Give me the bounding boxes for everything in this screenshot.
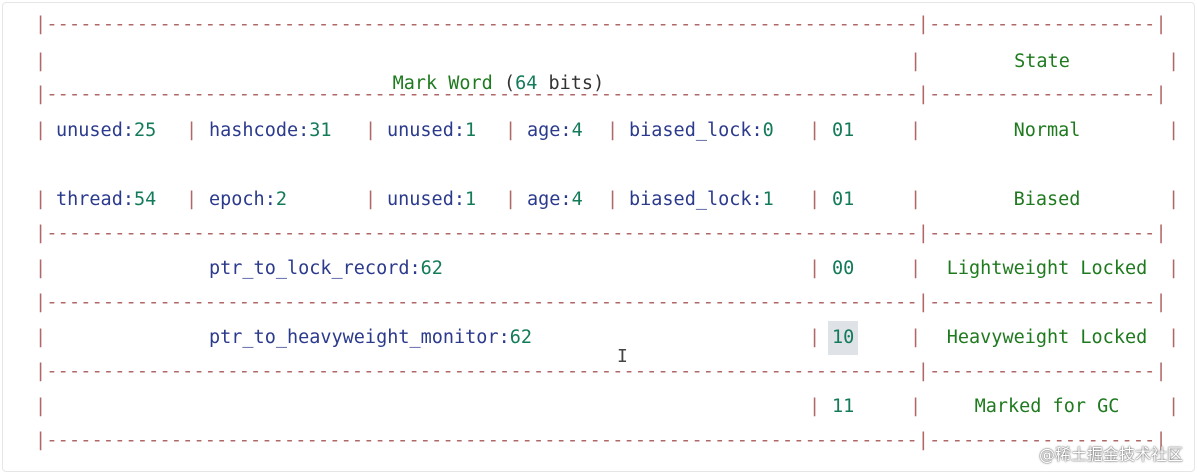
- field-unused: unused:1: [387, 189, 476, 211]
- pipe: |: [910, 396, 922, 417]
- field-num: 1: [464, 189, 477, 210]
- lock-bits: 01: [832, 189, 855, 210]
- lock-bits: 01: [832, 120, 855, 141]
- field-num: 4: [571, 120, 583, 141]
- field-key: ptr_to_heavyweight_monitor:: [209, 327, 510, 348]
- field-key: unused:: [387, 120, 465, 141]
- field-key: hashcode:: [209, 120, 310, 141]
- separator-line: |---------------------------------------…: [35, 223, 1167, 244]
- pipe: |: [1168, 327, 1180, 348]
- field-num: 4: [571, 189, 583, 210]
- field-key: age:: [527, 120, 572, 141]
- field-num: 54: [133, 189, 157, 210]
- pipe: |: [1168, 396, 1180, 417]
- pipe: |: [1168, 120, 1180, 141]
- state-header: State: [1014, 51, 1070, 72]
- state-biased: Biased: [1013, 189, 1081, 210]
- field-age: age:4: [527, 120, 583, 142]
- field-hashcode: hashcode:31: [209, 120, 332, 142]
- field-epoch: epoch:2: [209, 189, 287, 211]
- lock-bits: 00: [832, 258, 855, 279]
- pipe: |: [607, 189, 619, 210]
- field-unused: unused:1: [387, 120, 476, 142]
- pipe: |: [35, 120, 47, 141]
- field-key: biased_lock:: [629, 120, 763, 141]
- watermark: @稀土掘金技术社区: [1038, 445, 1183, 464]
- pipe: |: [505, 120, 517, 141]
- field-key: ptr_to_lock_record:: [209, 258, 421, 279]
- pipe: |: [809, 120, 821, 141]
- separator-line: |---------------------------------------…: [35, 361, 1167, 382]
- pipe: |: [505, 189, 517, 210]
- pipe: |: [910, 120, 922, 141]
- mark-word-label: Mark Word: [392, 73, 493, 94]
- field-key: thread:: [56, 189, 134, 210]
- field-num: 62: [509, 327, 533, 348]
- pipe: |: [365, 189, 377, 210]
- bits-label: bits): [548, 73, 605, 94]
- state-gc: Marked for GC: [974, 396, 1120, 417]
- pipe: |: [365, 120, 377, 141]
- bits-open: (: [503, 73, 516, 94]
- separator-line: |---------------------------------------…: [35, 84, 1167, 105]
- mark-word-title: Mark Word (64 bits): [348, 51, 605, 117]
- field-unused: unused:25: [56, 120, 156, 142]
- lock-bits: 11: [832, 396, 855, 417]
- field-num: 31: [309, 120, 332, 141]
- separator-line: |---------------------------------------…: [35, 430, 1167, 451]
- text-cursor-icon: I: [617, 346, 628, 367]
- state-heavyweight: Heavyweight Locked: [946, 327, 1148, 348]
- field-num: 1: [464, 120, 477, 141]
- pipe: |: [910, 51, 922, 72]
- field-key: unused:: [56, 120, 134, 141]
- pipe: |: [1168, 258, 1180, 279]
- pipe: |: [35, 51, 47, 72]
- separator-line: |---------------------------------------…: [35, 292, 1167, 313]
- lock-bits-selected[interactable]: 10: [828, 321, 859, 355]
- pipe: |: [910, 327, 922, 348]
- field-num: 0: [762, 120, 774, 141]
- pipe: |: [35, 189, 47, 210]
- pipe: |: [186, 189, 198, 210]
- field-key: unused:: [387, 189, 465, 210]
- field-age: age:4: [527, 189, 583, 211]
- field-thread: thread:54: [56, 189, 156, 211]
- pipe: |: [809, 258, 821, 279]
- state-lightweight: Lightweight Locked: [946, 258, 1148, 279]
- pipe: |: [35, 396, 47, 417]
- field-ptr-to-lock-record: ptr_to_lock_record:62: [209, 258, 443, 280]
- pipe: |: [910, 189, 922, 210]
- bits-number: 64: [515, 73, 538, 94]
- pipe: |: [1168, 189, 1180, 210]
- pipe: |: [35, 258, 47, 279]
- field-num: 2: [275, 189, 287, 210]
- pipe: |: [607, 120, 619, 141]
- field-key: age:: [527, 189, 572, 210]
- field-num: 1: [762, 189, 774, 210]
- pipe: |: [1168, 51, 1180, 72]
- field-num: 25: [133, 120, 157, 141]
- pipe: |: [186, 120, 198, 141]
- pipe: |: [809, 396, 821, 417]
- state-normal: Normal: [1013, 120, 1081, 141]
- field-num: 62: [420, 258, 443, 279]
- pipe: |: [910, 258, 922, 279]
- field-ptr-to-heavyweight-monitor: ptr_to_heavyweight_monitor:62: [209, 327, 532, 349]
- field-key: epoch:: [209, 189, 276, 210]
- pipe: |: [35, 327, 47, 348]
- field-biased-lock: biased_lock:1: [629, 189, 774, 211]
- pipe: |: [809, 327, 821, 348]
- field-key: biased_lock:: [629, 189, 763, 210]
- field-biased-lock: biased_lock:0: [629, 120, 774, 142]
- pipe: |: [809, 189, 821, 210]
- separator-line: |---------------------------------------…: [35, 14, 1167, 35]
